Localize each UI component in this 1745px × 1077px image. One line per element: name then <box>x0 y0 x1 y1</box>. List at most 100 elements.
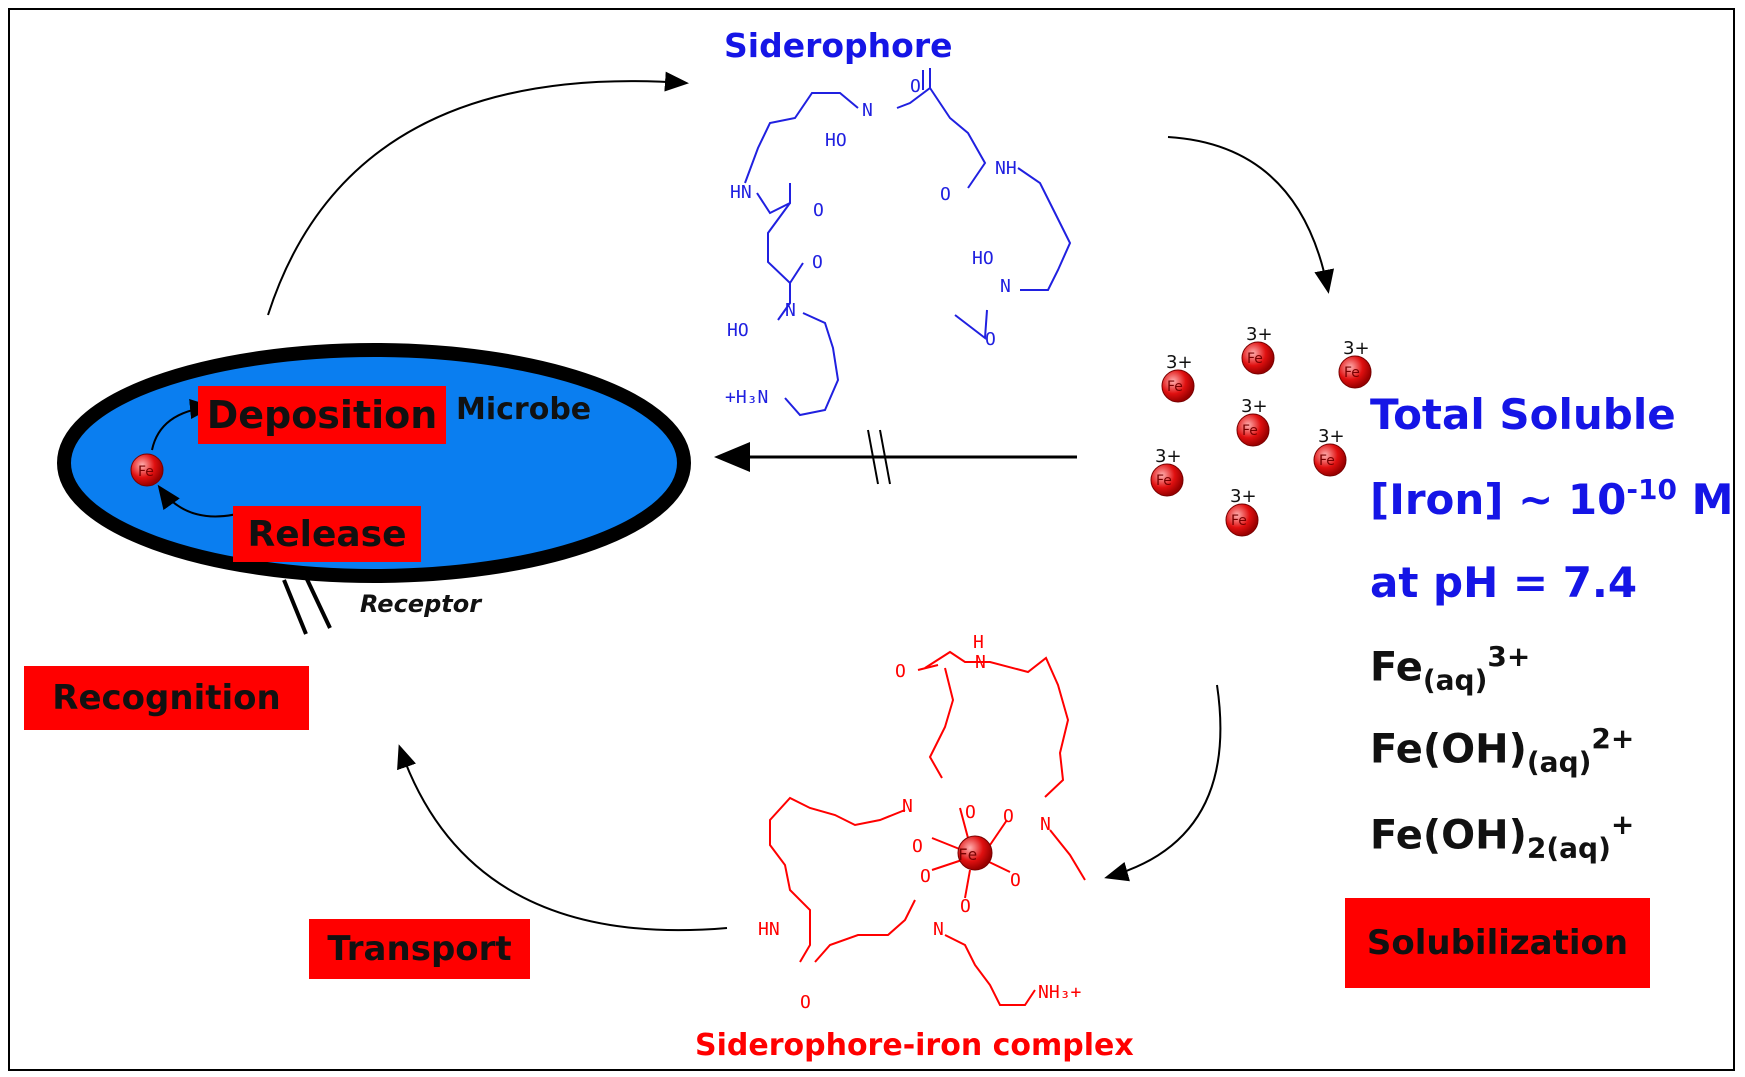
iron-ion-1 <box>1161 369 1195 403</box>
complex-atom-ammonium: NH₃+ <box>1038 982 1082 1003</box>
complex-bond-fe-o2 <box>989 819 1008 846</box>
complex-atom-o-left2: O <box>912 836 923 857</box>
iron-ion-6 <box>1150 463 1184 497</box>
arrow-break-mark-2 <box>879 429 891 485</box>
siderophore-chain-left-3 <box>777 283 791 321</box>
complex-atom-hn: HN <box>758 919 780 940</box>
iron-ion-4 <box>1236 413 1270 447</box>
siderophore-structure <box>744 68 1072 417</box>
solubility-line2: [Iron] ~ 10-10 M <box>1370 473 1733 524</box>
siderophore-atom-o5: O <box>985 329 996 350</box>
siderophore-atom-n1: N <box>862 100 873 121</box>
complex-atom-o-left1: O <box>965 802 976 823</box>
transport-box: Transport <box>309 919 530 979</box>
receptor-label: Receptor <box>360 590 482 618</box>
complex-atom-o-bottom1: O <box>920 866 931 887</box>
iron-ion-3 <box>1338 355 1372 389</box>
iron-ion-charge-7: 3+ <box>1230 486 1257 507</box>
complex-atom-fe: Fe <box>958 845 977 864</box>
solubility-exponent: -10 <box>1626 473 1677 506</box>
siderophore-atom-ho1: HO <box>825 130 847 151</box>
complex-bond-co-top <box>917 664 939 671</box>
complex-atom-n-left: N <box>902 796 913 817</box>
iron-ion-symbol-7: Fe <box>1231 513 1247 529</box>
free-iron-ions: Fe3+Fe3+Fe3+Fe3+Fe3+Fe3+Fe3+ <box>1150 324 1372 537</box>
microbe-label: Microbe <box>456 392 592 427</box>
complex-bond-fe-o5 <box>931 859 963 871</box>
species-2-sub: 2(aq) <box>1526 831 1611 865</box>
deposition-box: Deposition <box>198 386 446 444</box>
siderophore-atom-labels: N HO O NH O HN O O N HO HO N O +H₃N <box>725 76 1017 408</box>
iron-ion-symbol-1: Fe <box>1167 379 1183 395</box>
solubility-line2-suffix: M <box>1676 475 1734 524</box>
complex-atom-o-bottom3: O <box>800 992 811 1013</box>
siderophore-chain-right <box>1017 167 1072 291</box>
cycle-arrow-bottom-right <box>1104 684 1222 882</box>
complex-title: Siderophore-iron complex <box>695 1028 1134 1063</box>
species-2-base: Fe(OH) <box>1370 812 1527 859</box>
iron-ion-charge-1: 3+ <box>1166 352 1193 373</box>
iron-ion-symbol-4: Fe <box>1242 423 1258 439</box>
species-1-sup: 2+ <box>1591 722 1635 755</box>
complex-ring-top <box>924 650 1070 798</box>
complex-ring-left <box>769 796 906 963</box>
species-0-sup: 3+ <box>1487 640 1531 673</box>
solubility-line3: at pH = 7.4 <box>1370 558 1638 607</box>
siderophore-chain-center-2 <box>929 87 987 189</box>
receptor-line-2 <box>303 574 332 629</box>
complex-ring-bottom <box>814 899 916 963</box>
complex-atom-o-bottom2: O <box>960 896 971 917</box>
cycle-arrow-bottom-left <box>397 744 728 932</box>
iron-ion-charge-3: 3+ <box>1343 338 1370 359</box>
species-feoh-aq: Fe(OH)(aq)2+ <box>1370 722 1634 778</box>
solubilization-box: Solubilization <box>1345 898 1650 988</box>
iron-ion-5 <box>1313 443 1347 477</box>
siderophore-atom-ammonium: +H₃N <box>725 387 768 408</box>
siderophore-atom-o3: O <box>813 200 824 221</box>
complex-atom-o-right2: O <box>1010 870 1021 891</box>
iron-ion-7 <box>1225 503 1259 537</box>
complex-ring-left-top <box>928 667 955 779</box>
release-box: Release <box>233 506 421 562</box>
complex-atom-n-right: N <box>1040 814 1051 835</box>
iron-ion-charge-5: 3+ <box>1318 426 1345 447</box>
siderophore-atom-nh1: NH <box>995 158 1017 179</box>
siderophore-atom-n2: N <box>785 300 796 321</box>
arrow-break-mark-1 <box>867 429 879 485</box>
iron-ion-symbol-6: Fe <box>1156 473 1172 489</box>
solubility-line2-prefix: [Iron] ~ 10 <box>1370 475 1627 524</box>
cycle-arrow-top-right <box>1167 136 1335 294</box>
solubility-line1: Total Soluble <box>1370 390 1676 439</box>
siderophore-atom-hn1: HN <box>730 182 752 203</box>
species-feoh2-aq: Fe(OH)2(aq)+ <box>1370 808 1634 864</box>
complex-chain-bottom <box>944 934 1036 1006</box>
species-1-base: Fe(OH) <box>1370 726 1527 773</box>
microbe-iron-ion <box>130 453 164 487</box>
siderophore-atom-o2: O <box>940 184 951 205</box>
complex-bond-fe-o4 <box>964 869 971 899</box>
complex-structure <box>769 650 1086 1006</box>
receptor-line-1 <box>282 579 308 635</box>
siderophore-chain-left-4 <box>784 312 840 417</box>
complex-atom-o-right1: O <box>1003 806 1014 827</box>
iron-ion-symbol-5: Fe <box>1319 453 1335 469</box>
iron-ion-symbol-2: Fe <box>1247 351 1263 367</box>
complex-atom-n-top: N <box>975 652 986 673</box>
siderophore-atom-o1: O <box>910 76 921 97</box>
siderophore-title: Siderophore <box>724 26 953 65</box>
siderophore-chain-left <box>756 183 791 215</box>
iron-ion-charge-2: 3+ <box>1246 324 1273 345</box>
species-1-sub: (aq) <box>1526 745 1592 779</box>
siderophore-atom-n3: N <box>1000 276 1011 297</box>
iron-ion-charge-6: 3+ <box>1155 446 1182 467</box>
iron-ion-charge-4: 3+ <box>1241 396 1268 417</box>
cycle-arrow-top-left <box>267 71 689 316</box>
complex-chain-right <box>1049 829 1086 881</box>
complex-bond-fe-o6 <box>959 807 969 839</box>
complex-atom-o-top: O <box>895 661 906 682</box>
complex-atom-labels: H N O N O O O N O O O N HN O Fe NH₃+ <box>758 632 1082 1013</box>
siderophore-chain-right-2 <box>954 309 988 340</box>
recognition-box: Recognition <box>24 666 309 730</box>
species-0-base: Fe <box>1370 644 1423 691</box>
species-0-sub: (aq) <box>1422 663 1488 697</box>
